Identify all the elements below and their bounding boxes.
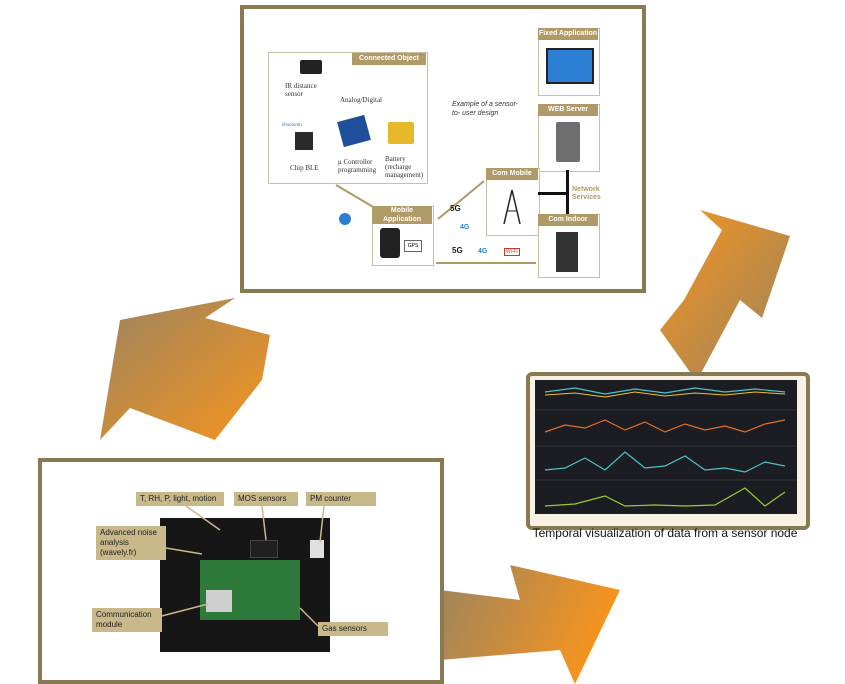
antenna-tower-icon — [503, 189, 521, 225]
arrow-down-left — [100, 298, 270, 440]
com-mobile-title: Com Mobile — [486, 168, 538, 180]
com-indoor-title: Com Indoor — [538, 214, 598, 226]
label-gas: Gas sensors — [318, 622, 388, 636]
label-pm: PM counter — [306, 492, 376, 506]
network-line-horizontal — [538, 192, 568, 195]
monitor-icon — [546, 48, 594, 84]
fixed-app-title: Fixed Application — [538, 28, 598, 40]
label-5g-2: 5G — [452, 246, 463, 255]
example-text: Example of a sensor-to- user design — [452, 101, 519, 117]
battery-label: Battery (recharge management) — [385, 155, 424, 179]
bluetooth-label: Bluetooth — [282, 123, 302, 128]
wireless-icon — [336, 212, 352, 224]
label-t-rh: T, RH, P, light, motion — [136, 492, 224, 506]
battery-icon — [388, 122, 414, 144]
building-icon — [556, 232, 578, 272]
server-icon — [556, 122, 580, 162]
label-comm: Communication module — [92, 608, 162, 632]
web-server-title: WEB Server — [538, 104, 598, 116]
arrow-right-bottom — [440, 565, 620, 684]
label-noise: Advanced noise analysis (wavely.fr) — [96, 526, 166, 560]
chip-label: Chip BLE — [290, 164, 319, 172]
gps-label: GPS — [404, 240, 422, 252]
wifi-label: Wi-Fi — [504, 248, 520, 256]
label-5g-1: 5G — [450, 204, 461, 213]
label-4g-2: 4G — [478, 248, 488, 255]
network-services-label: Network Services — [572, 186, 601, 201]
controller-label: μ Controller programming — [338, 158, 377, 174]
connection-arrows — [335, 180, 536, 264]
ir-sensor-icon — [300, 60, 322, 74]
visualization-caption: Temporal visualization of data from a se… — [532, 526, 798, 540]
dashboard-screen — [535, 380, 797, 514]
arrow-up-right — [660, 210, 790, 375]
mos-sensor-chip — [250, 540, 278, 558]
pm-counter-chip — [310, 540, 324, 558]
connected-object-title: Connected Object — [352, 53, 426, 65]
label-mos: MOS sensors — [234, 492, 298, 506]
label-4g-1: 4G — [460, 224, 470, 231]
mobile-app-title: Mobile Application — [372, 206, 432, 224]
ir-label: IR distance sensor — [285, 82, 317, 98]
ble-chip-icon — [295, 132, 313, 150]
dashboard-timeseries — [535, 387, 797, 507]
comm-module-chip — [206, 590, 232, 612]
analog-label: Analog/Digital — [340, 96, 382, 104]
phone-icon — [380, 228, 400, 258]
